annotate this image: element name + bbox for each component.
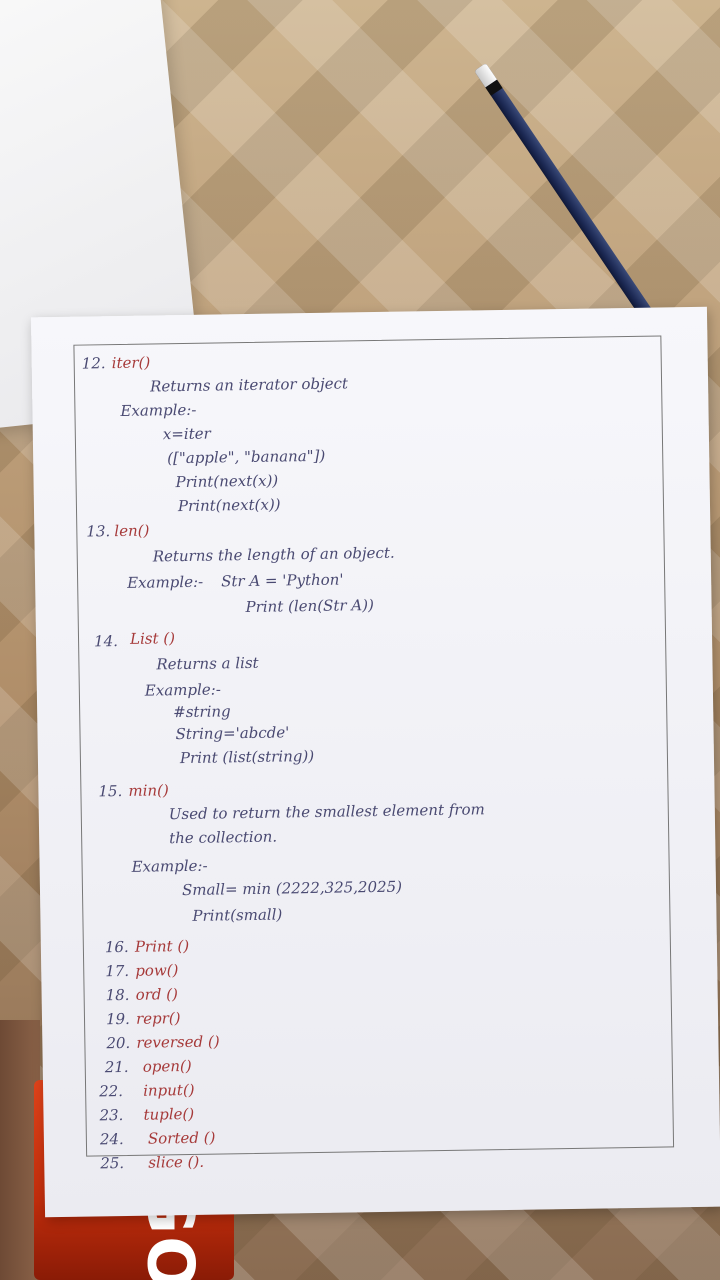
list-item-number: 23. — [99, 1106, 124, 1125]
section-14-example-label: Example:- — [144, 680, 221, 700]
section-15-desc: the collection. — [169, 827, 278, 848]
section-12-code-line: Print(next(x)) — [175, 471, 279, 492]
list-item-number: 18. — [105, 985, 130, 1005]
list-item-number: 25. — [100, 1154, 125, 1173]
notebook-page: 12. iter() Returns an iterator object Ex… — [30, 306, 720, 1218]
section-12-title: iter() — [111, 353, 151, 373]
section-13-desc: Returns the length of an object. — [152, 543, 395, 566]
section-14-code-line: #string — [173, 702, 231, 722]
list-item-func: repr() — [135, 1009, 181, 1028]
list-item-number: 24. — [99, 1130, 124, 1149]
section-15-code-line: Print(small) — [192, 905, 283, 925]
list-item-number: 21. — [104, 1057, 129, 1077]
section-12-code-line: (["apple", "banana"]) — [167, 446, 326, 468]
list-item-number: 20. — [106, 1033, 131, 1053]
list-item-number: 16. — [104, 937, 129, 957]
section-15-title: min() — [128, 781, 169, 800]
section-14-code-line: Print (list(string)) — [179, 746, 315, 768]
list-item-func: Sorted () — [147, 1128, 216, 1148]
section-12-code-line: Print(next(x)) — [177, 495, 281, 516]
list-item-func: ord () — [135, 985, 179, 1004]
section-12-desc: Returns an iterator object — [149, 374, 349, 396]
section-13-title: len() — [114, 521, 150, 541]
section-13-number: 13. — [86, 522, 111, 541]
section-12-number: 12. — [81, 354, 106, 373]
section-14-desc: Returns a list — [156, 653, 259, 674]
section-14-code-line: String='abcde' — [175, 723, 290, 744]
list-item-func: slice (). — [148, 1152, 205, 1172]
section-15-number: 15. — [98, 781, 123, 801]
section-14-number: 14. — [93, 632, 119, 651]
section-13-code-line: Str A = 'Python' — [221, 570, 344, 591]
list-item-func: tuple() — [143, 1104, 195, 1124]
list-item-func: reversed () — [136, 1032, 220, 1052]
list-item-func: input() — [142, 1080, 195, 1100]
section-12-example-label: Example:- — [120, 400, 197, 420]
list-item-number: 17. — [105, 961, 130, 981]
section-14-title: List () — [129, 629, 176, 648]
list-item-func: pow() — [135, 961, 179, 980]
list-item-number: 22. — [98, 1082, 124, 1101]
list-item-func: Print () — [134, 936, 190, 956]
table-edge — [0, 1020, 40, 1280]
section-12-code-line: x=iter — [162, 424, 211, 444]
section-13-code-line: Print (len(Str A)) — [245, 596, 375, 617]
section-15-code-line: Small= min (2222,325,2025) — [181, 877, 403, 900]
section-15-example-label: Example:- — [131, 856, 208, 876]
list-item-number: 19. — [105, 1009, 131, 1029]
section-13-example-label: Example:- — [127, 572, 204, 592]
list-item-func: open() — [142, 1056, 192, 1076]
